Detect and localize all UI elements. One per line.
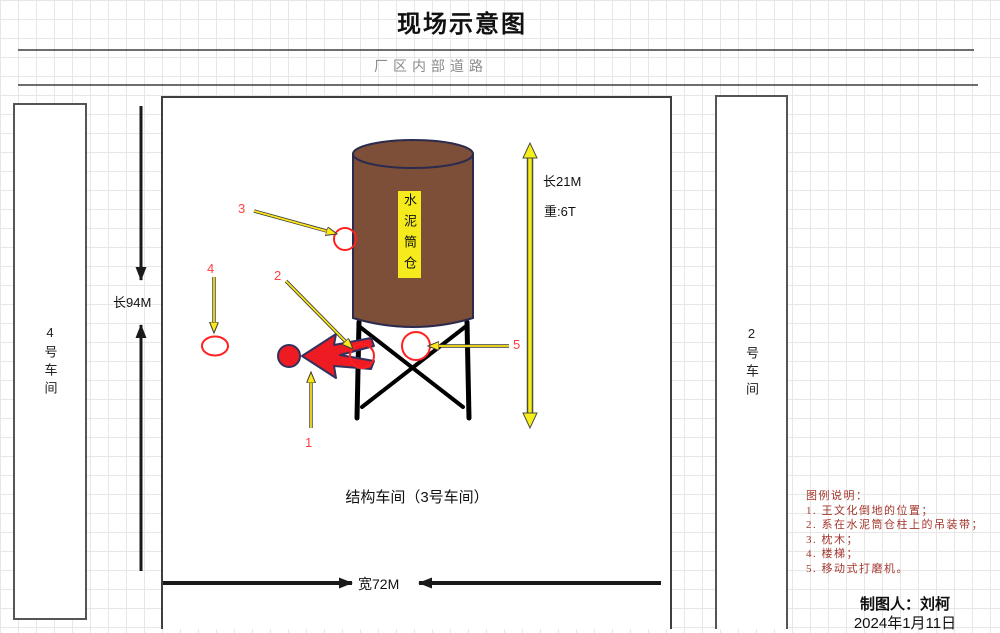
legend-item-3: 3. 枕木； xyxy=(806,533,859,546)
legend-item-5: 5. 移动式打磨机。 xyxy=(806,562,909,575)
marker-number-3: 3 xyxy=(238,201,246,216)
marker-number-5: 5 xyxy=(513,337,521,352)
site-length-label: 长94M xyxy=(113,295,152,310)
workshop-2-building: 2号车间 xyxy=(715,95,788,629)
legend-item-4: 4. 楼梯； xyxy=(806,548,859,561)
workshop-3-building xyxy=(161,96,672,629)
site-width-label: 宽72M xyxy=(358,576,400,592)
silo-name-plate: 水泥筒仓 xyxy=(398,191,421,278)
marker-number-4: 4 xyxy=(207,261,215,276)
drafting-date: 2024年1月11日 xyxy=(853,615,957,632)
workshop-2-label: 2号车间 xyxy=(744,326,759,400)
page-title: 现场示意图 xyxy=(397,11,527,38)
legend-item-2: 2. 系在水泥筒仓柱上的吊装带； xyxy=(806,519,984,532)
marker-number-2: 2 xyxy=(274,268,282,283)
workshop-3-label: 结构车间（3号车间） xyxy=(345,489,489,506)
legend-item-1: 1. 王文化倒地的位置； xyxy=(806,504,934,517)
legend-heading: 图例说明： xyxy=(806,490,869,502)
road-label: 厂区内部道路 xyxy=(374,58,488,74)
legend-block: 图例说明： 1. 王文化倒地的位置； 2. 系在水泥筒仓柱上的吊装带； 3. 枕… xyxy=(806,489,1000,577)
marker-number-1: 1 xyxy=(305,435,313,450)
workshop-4-label: 4号车间 xyxy=(42,324,58,399)
drafter-name: 制图人：刘柯 xyxy=(859,596,950,613)
silo-name-text: 水泥筒仓 xyxy=(402,192,417,277)
silo-weight-label: 重:6T xyxy=(544,204,576,219)
road-lines xyxy=(18,49,978,86)
workshop-4-building: 4号车间 xyxy=(13,103,87,620)
silo-height-label: 长21M xyxy=(543,174,582,189)
